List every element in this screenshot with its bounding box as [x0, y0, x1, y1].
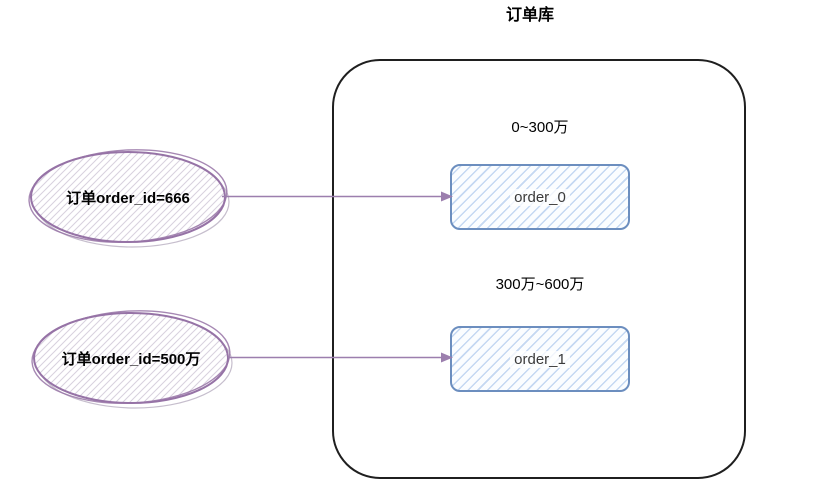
shard-range-label-0: 0~300万 [511, 119, 569, 136]
arrow-to-order-0 [222, 191, 453, 202]
order-source-ellipse-0: 订单order_id=666 [25, 147, 231, 248]
shard-range-label-1: 300万~600万 [495, 276, 585, 293]
sketch-ellipse-shape [28, 149, 230, 248]
order-db-container [332, 59, 746, 479]
order-source-label-0: 订单order_id=666 [66, 189, 190, 207]
order-source-label-1: 订单order_id=500万 [61, 350, 201, 368]
table-name-order-1: order_1 [510, 350, 570, 368]
arrow-to-order-1 [228, 352, 453, 363]
table-name-order-0: order_0 [510, 188, 570, 206]
db-group-title: 订单库 [505, 7, 554, 24]
table-box-order-1: order_1 [450, 326, 630, 392]
order-source-ellipse-1: 订单order_id=500万 [28, 308, 234, 409]
sketch-ellipse-shape [31, 310, 233, 409]
table-box-order-0: order_0 [450, 164, 630, 230]
